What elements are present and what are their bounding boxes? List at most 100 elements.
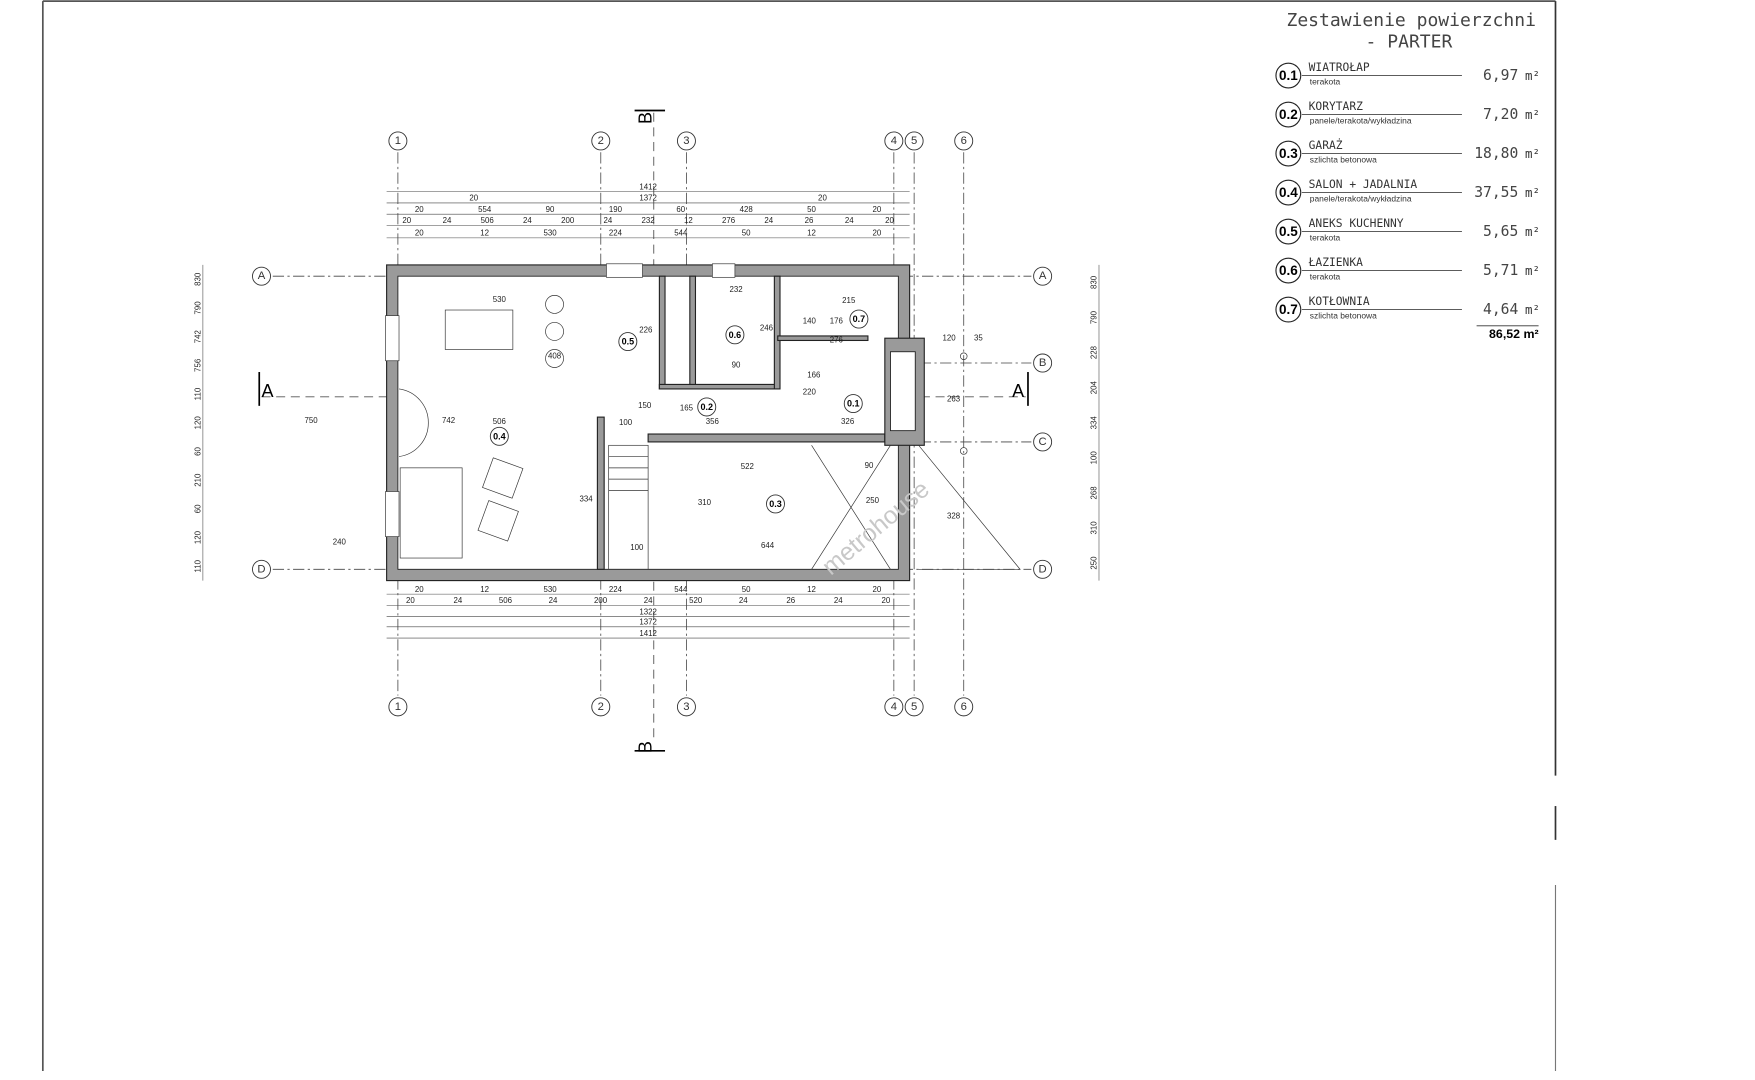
dimension-label: 1322 bbox=[639, 607, 657, 616]
legend-room-finish: terakota bbox=[1310, 272, 1341, 282]
svg-text:5: 5 bbox=[911, 701, 917, 713]
legend-room-area: 18,80 bbox=[1474, 145, 1518, 162]
svg-text:B: B bbox=[1039, 357, 1047, 369]
grid-col-4: 44 bbox=[884, 131, 904, 717]
dimension-label: 110 bbox=[194, 559, 203, 572]
dimension-label: 24 bbox=[454, 596, 463, 605]
section-b-top: B bbox=[636, 112, 656, 124]
dimension-label: 20 bbox=[415, 229, 424, 238]
svg-text:6: 6 bbox=[961, 701, 967, 713]
dimension-label: 24 bbox=[739, 596, 748, 605]
dimension-label: 334 bbox=[580, 495, 594, 504]
dimension-label: 276 bbox=[830, 336, 844, 345]
svg-text:A: A bbox=[258, 270, 266, 282]
dimension-label: 200 bbox=[561, 216, 575, 225]
legend-room-finish: szlichta betonowa bbox=[1310, 155, 1377, 165]
svg-text:6: 6 bbox=[961, 135, 967, 147]
dimension-label: 24 bbox=[549, 596, 558, 605]
dimension-label: 506 bbox=[493, 417, 507, 426]
legend-room-number: 0.5 bbox=[1279, 224, 1298, 239]
dimension-label: 150 bbox=[638, 401, 652, 410]
dimension-label: 356 bbox=[706, 417, 720, 426]
dimension-label: 756 bbox=[194, 358, 203, 372]
legend-number-circle bbox=[1275, 140, 1302, 167]
legend-room-unit: m² bbox=[1525, 302, 1540, 317]
legend-number-circle bbox=[1275, 62, 1302, 89]
dimension-label: 110 bbox=[194, 387, 203, 400]
legend-room-number: 0.3 bbox=[1279, 146, 1298, 161]
dimension-label: 276 bbox=[722, 216, 736, 225]
dimension-label: 224 bbox=[609, 585, 623, 594]
dimension-label: 20 bbox=[881, 596, 890, 605]
legend-number-circle bbox=[1275, 179, 1302, 206]
legend-number-circle bbox=[1275, 257, 1302, 284]
dimension-label: 215 bbox=[842, 296, 856, 305]
legend-room-unit: m² bbox=[1525, 263, 1540, 278]
legend-room-finish: szlichta betonowa bbox=[1310, 311, 1377, 321]
dimension-label: 24 bbox=[604, 216, 613, 225]
dimension-label: 310 bbox=[698, 498, 712, 507]
legend-room-area: 5,65 bbox=[1483, 223, 1518, 240]
dimension-label: 224 bbox=[609, 229, 623, 238]
dimension-label: 100 bbox=[630, 543, 644, 552]
grid-col-2: 22 bbox=[591, 131, 611, 717]
dimension-label: 50 bbox=[742, 229, 751, 238]
dimension-label: 790 bbox=[194, 301, 203, 315]
svg-text:D: D bbox=[257, 563, 265, 575]
dimension-label: 250 bbox=[866, 496, 880, 505]
dimension-label: 530 bbox=[543, 229, 557, 238]
dimension-label: 26 bbox=[786, 596, 795, 605]
dimension-label: 26 bbox=[805, 216, 814, 225]
dimension-label: 20 bbox=[415, 205, 424, 214]
dimension-label: 20 bbox=[469, 194, 478, 203]
room-tag: 0.6 bbox=[729, 330, 742, 340]
legend-room-number: 0.4 bbox=[1279, 185, 1298, 200]
legend-room-area: 6,97 bbox=[1483, 67, 1518, 84]
dimension-label: 24 bbox=[523, 216, 532, 225]
dimension-label: 750 bbox=[305, 416, 319, 425]
legend-number-circle bbox=[1275, 101, 1302, 128]
svg-text:4: 4 bbox=[891, 701, 897, 713]
dimension-label: 12 bbox=[480, 585, 489, 594]
legend-room-area: 5,71 bbox=[1483, 262, 1518, 279]
dimension-label: 246 bbox=[760, 323, 774, 332]
dimension-label: 328 bbox=[947, 512, 961, 521]
svg-text:3: 3 bbox=[683, 135, 689, 147]
dimension-label: 20 bbox=[873, 229, 882, 238]
room-tag: 0.1 bbox=[847, 399, 860, 409]
dimension-label: 544 bbox=[674, 585, 688, 594]
dimension-label: 24 bbox=[764, 216, 773, 225]
svg-text:A: A bbox=[1039, 270, 1047, 282]
dimension-label: 1412 bbox=[639, 629, 657, 638]
dimension-label: 140 bbox=[803, 317, 817, 326]
legend-room-number: 0.6 bbox=[1279, 263, 1298, 278]
legend-room-area: 4,64 bbox=[1483, 301, 1518, 318]
dimension-label: 1412 bbox=[639, 182, 657, 191]
dimension-label: 250 bbox=[1090, 556, 1099, 570]
room-tag: 0.5 bbox=[622, 337, 635, 347]
dimension-label: 120 bbox=[194, 530, 203, 544]
legend-room-unit: m² bbox=[1525, 107, 1540, 122]
dimension-label: 1372 bbox=[639, 618, 657, 627]
dimension-label: 120 bbox=[194, 416, 203, 430]
legend-room-unit: m² bbox=[1525, 146, 1540, 161]
legend-room-finish: panele/terakota/wykładzina bbox=[1310, 116, 1412, 126]
dimension-label: 428 bbox=[740, 205, 754, 214]
dimension-label: 268 bbox=[1090, 486, 1099, 500]
dimension-label: 50 bbox=[807, 205, 816, 214]
dimension-label: 506 bbox=[499, 596, 513, 605]
dimension-label: 520 bbox=[689, 596, 703, 605]
dimension-label: 24 bbox=[834, 596, 843, 605]
svg-text:4: 4 bbox=[891, 135, 897, 147]
room-tag: 0.7 bbox=[853, 314, 866, 324]
legend-room-number: 0.7 bbox=[1279, 302, 1298, 317]
dimension-label: 166 bbox=[807, 371, 821, 380]
grid-row-b: B bbox=[1033, 353, 1053, 373]
dimension-label: 190 bbox=[609, 205, 623, 214]
